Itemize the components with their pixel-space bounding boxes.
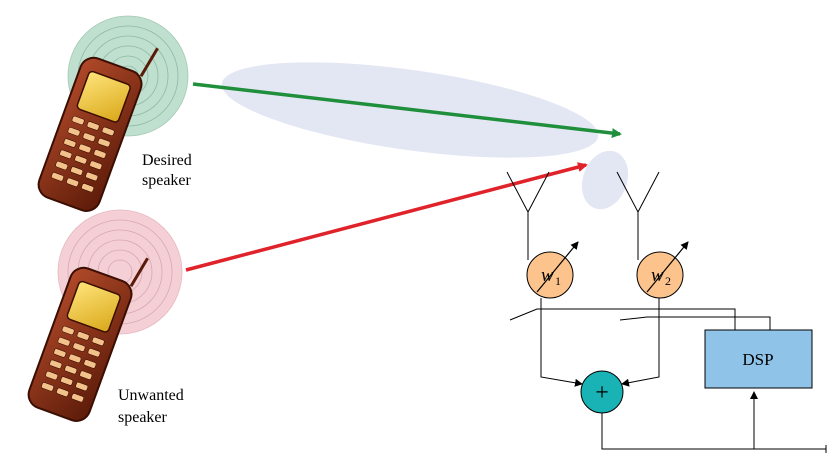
unwanted-signal-arrow xyxy=(185,162,588,272)
weight-w2: w 2 xyxy=(636,251,684,299)
unwanted-speaker-label-line2: speaker xyxy=(118,409,168,426)
weight-w2-symbol: w xyxy=(651,265,664,286)
desired-speaker-label-line1: Desired xyxy=(142,152,192,169)
dsp-block: DSP xyxy=(704,329,813,389)
weight-w1-index: 1 xyxy=(555,274,561,288)
side-lobe xyxy=(581,150,629,210)
unwanted-speaker-label-line1: Unwanted xyxy=(118,387,184,404)
desired-speaker-label-line2: speaker xyxy=(142,172,192,189)
dsp-label: DSP xyxy=(742,350,773,369)
adjustable-arrow-icon xyxy=(646,241,689,293)
mobile-phone-icon xyxy=(27,257,149,422)
mobile-phone-icon xyxy=(37,47,159,212)
antenna-icon xyxy=(616,171,660,260)
output-line xyxy=(601,391,827,453)
weight-w1: w 1 xyxy=(526,251,574,299)
adjustable-arrow-icon xyxy=(536,241,579,293)
dsp-control-lines xyxy=(509,308,771,330)
weight-w1-symbol: w xyxy=(541,265,554,286)
antenna-icon xyxy=(506,171,550,260)
summation-icon: + xyxy=(580,370,624,414)
weight-to-summer-lines xyxy=(540,298,660,387)
weight-w2-index: 2 xyxy=(665,274,671,288)
desired-signal-arrow xyxy=(192,82,622,139)
summer-symbol: + xyxy=(595,380,609,406)
